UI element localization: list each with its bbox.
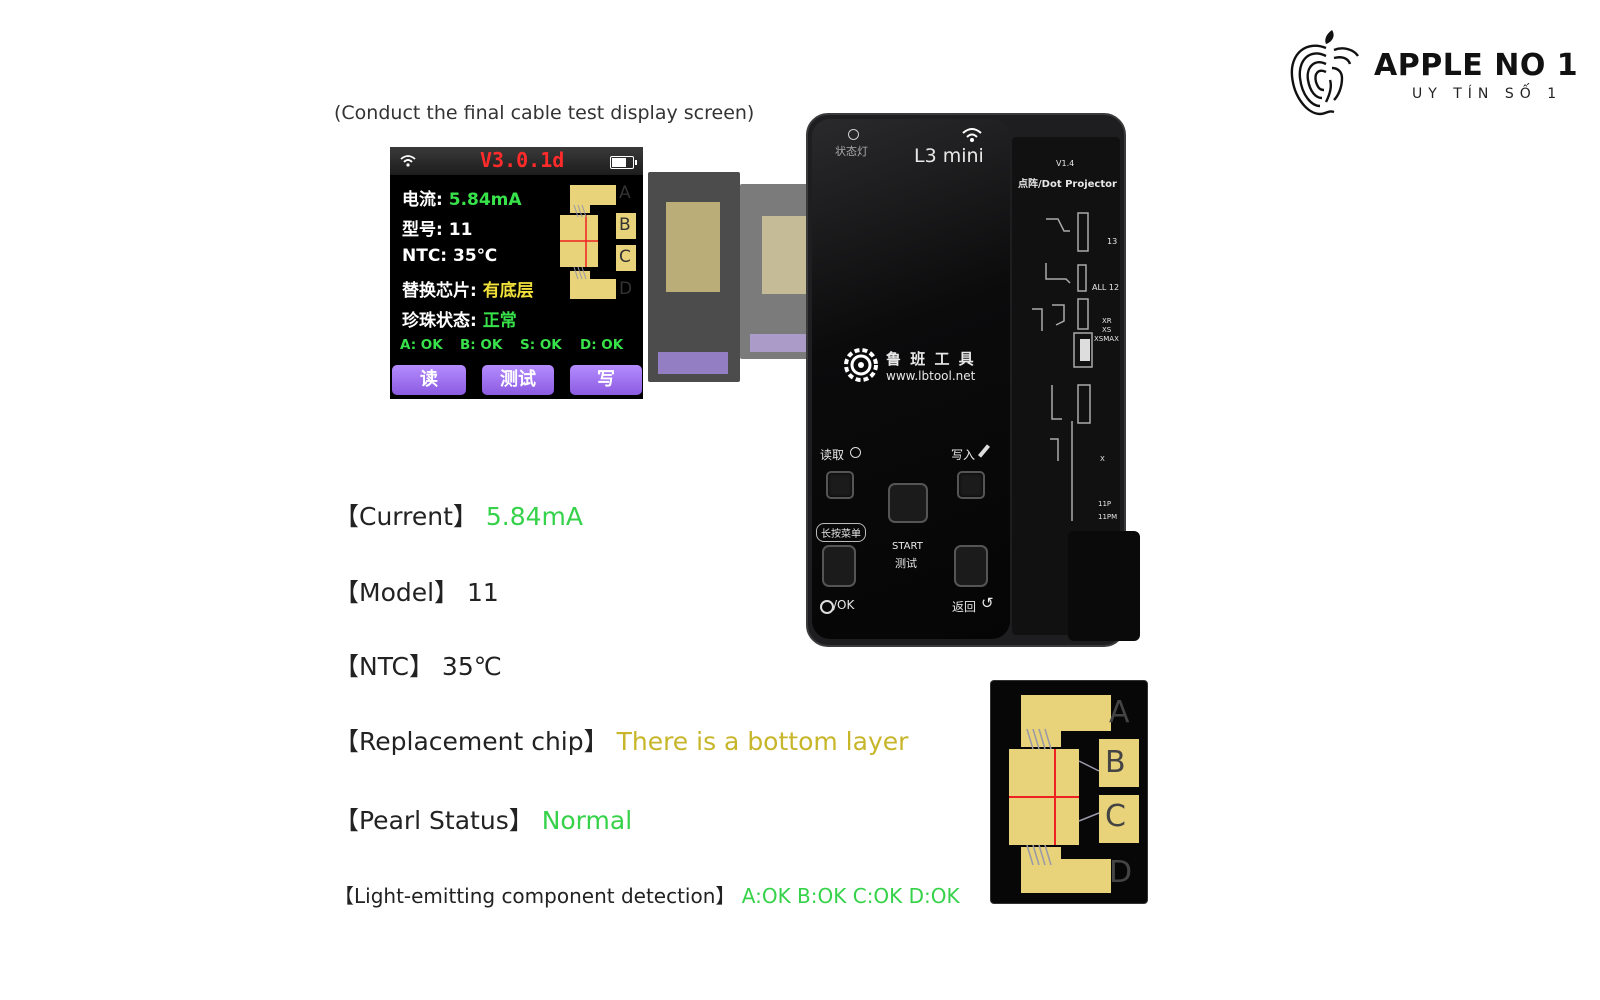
tester-display-screen: V3.0.1d 电流: 5.84mA 型号: 11 NTC: 35℃ 替换芯片:…	[390, 147, 643, 399]
spec-pearl-label: 【Pearl Status】	[334, 806, 534, 835]
screen-chip-diagram: A B C D	[560, 183, 638, 301]
screen-ghost-1	[648, 172, 740, 382]
screen-pad-c: C	[619, 247, 631, 267]
spec-light-emitting: 【Light-emitting component detection】 A:O…	[334, 880, 960, 909]
spec-ntc-value: 35℃	[441, 652, 502, 681]
pcb-label-x: X	[1100, 455, 1105, 463]
screen-current-line: 电流: 5.84mA	[402, 185, 522, 210]
ok-label: /OK	[833, 598, 855, 612]
screen-chip-label: 替换芯片:	[402, 281, 477, 301]
screen-model-value: 11	[448, 220, 473, 240]
screen-status-bar	[390, 147, 643, 175]
spec-ntc: 【NTC】 35℃	[334, 647, 502, 683]
screen-ok-b: B: OK	[460, 337, 503, 353]
screen-current-label: 电流:	[402, 190, 443, 210]
screen-caption: (Conduct the final cable test display sc…	[334, 102, 755, 124]
spec-pearl-status: 【Pearl Status】 Normal	[334, 801, 632, 837]
chip-pad-c: C	[1105, 799, 1126, 834]
start-button[interactable]	[888, 483, 928, 523]
l3-mini-tester: 状态灯 L3 mini 鲁 班 工 具 www.lbtool.net 读取 写入…	[806, 113, 1146, 647]
spec-current-label: 【Current】	[334, 502, 478, 531]
spec-current-value: 5.84mA	[485, 502, 583, 531]
chip-pad-d: D	[1109, 855, 1133, 890]
back-label: 返回	[952, 600, 977, 614]
screen-read-button[interactable]: 读	[392, 365, 466, 395]
return-arrow-icon: ↺	[981, 594, 994, 612]
spec-pearl-value: Normal	[541, 806, 633, 835]
spec-light-label: 【Light-emitting component detection】	[334, 884, 736, 908]
spec-replacement-chip: 【Replacement chip】 There is a bottom lay…	[334, 722, 908, 758]
device-brand: 鲁 班 工 具	[886, 350, 976, 368]
lbtool-gear-icon	[844, 348, 878, 382]
chip-pad-a: A	[1109, 695, 1130, 730]
brand-tagline: UY TÍN SỐ 1	[1412, 86, 1563, 102]
spec-model: 【Model】 11	[334, 573, 499, 609]
pcb-label-13: 13	[1107, 237, 1118, 246]
screen-ok-s: S: OK	[520, 337, 562, 353]
status-light-label: 状态灯	[835, 145, 868, 158]
screen-chip-value: 有底层	[482, 281, 534, 301]
write-label: 写入	[951, 448, 976, 462]
pcb-label-xsmax: XSMAX	[1094, 335, 1119, 343]
battery-icon	[610, 156, 637, 169]
read-button[interactable]	[826, 471, 854, 499]
pcb-label-all12: ALL 12	[1092, 283, 1120, 292]
flex-cable	[1068, 531, 1140, 641]
spec-chip-value: There is a bottom layer	[616, 727, 909, 756]
screen-model-label: 型号:	[402, 220, 443, 240]
device-model: L3 mini	[914, 145, 984, 167]
chip-pad-b: B	[1105, 745, 1126, 780]
screen-current-value: 5.84mA	[448, 190, 522, 210]
spec-model-value: 11	[467, 578, 499, 607]
screen-model-line: 型号: 11	[402, 215, 472, 240]
screen-pad-d: D	[619, 279, 633, 299]
brand-name: APPLE NO 1	[1374, 48, 1579, 83]
screen-ok-a: A: OK	[400, 337, 443, 353]
screen-pearl-line: 珍珠状态: 正常	[402, 306, 517, 331]
spec-current: 【Current】 5.84mA	[334, 497, 583, 533]
pcb-label-11p: 11P	[1098, 500, 1112, 508]
power-icon	[820, 600, 834, 614]
screen-pearl-value: 正常	[482, 311, 517, 331]
screen-pearl-label: 珍珠状态:	[402, 311, 477, 331]
screen-ok-d: D: OK	[580, 337, 624, 353]
read-label: 读取	[820, 448, 845, 462]
start-label: START	[892, 541, 923, 552]
screen-pad-b: B	[619, 215, 631, 235]
long-press-menu-label: 长按菜单	[816, 523, 866, 542]
device-url: www.lbtool.net	[886, 369, 976, 383]
ok-button[interactable]	[822, 545, 856, 587]
wifi-icon	[400, 155, 416, 167]
spec-light-value: A:OK B:OK C:OK D:OK	[741, 884, 960, 908]
pcb-label-xs: XS	[1102, 326, 1112, 334]
status-light-icon	[848, 129, 859, 140]
screen-write-button[interactable]: 写	[570, 365, 642, 395]
write-button[interactable]	[957, 471, 985, 499]
firmware-version: V3.0.1d	[480, 148, 565, 172]
screen-ok-row: A: OK B: OK S: OK D: OK	[400, 337, 640, 355]
brand-logo: APPLE NO 1 UY TÍN SỐ 1	[1288, 24, 1588, 124]
zoom-icon	[850, 447, 861, 458]
screen-chip-line: 替换芯片: 有底层	[402, 276, 534, 301]
screen-pad-a: A	[619, 183, 631, 203]
chip-closeup: A B C D	[990, 680, 1148, 904]
pcb-version: V1.4	[1056, 159, 1075, 168]
screen-ntc-line: NTC: 35℃	[402, 246, 498, 266]
device-wifi-icon	[962, 128, 982, 142]
fingerprint-apple-icon	[1290, 30, 1359, 116]
test-label: 测试	[895, 557, 917, 570]
pcb-label-11pm: 11PM	[1098, 513, 1118, 521]
back-button[interactable]	[954, 545, 988, 587]
pcb-label-xr: XR	[1102, 317, 1112, 325]
spec-ntc-label: 【NTC】	[334, 652, 434, 681]
spec-chip-label: 【Replacement chip】	[334, 727, 609, 756]
pcb-title: 点阵/Dot Projector	[1018, 179, 1117, 190]
spec-model-label: 【Model】	[334, 578, 460, 607]
screen-test-button[interactable]: 测试	[482, 365, 554, 395]
